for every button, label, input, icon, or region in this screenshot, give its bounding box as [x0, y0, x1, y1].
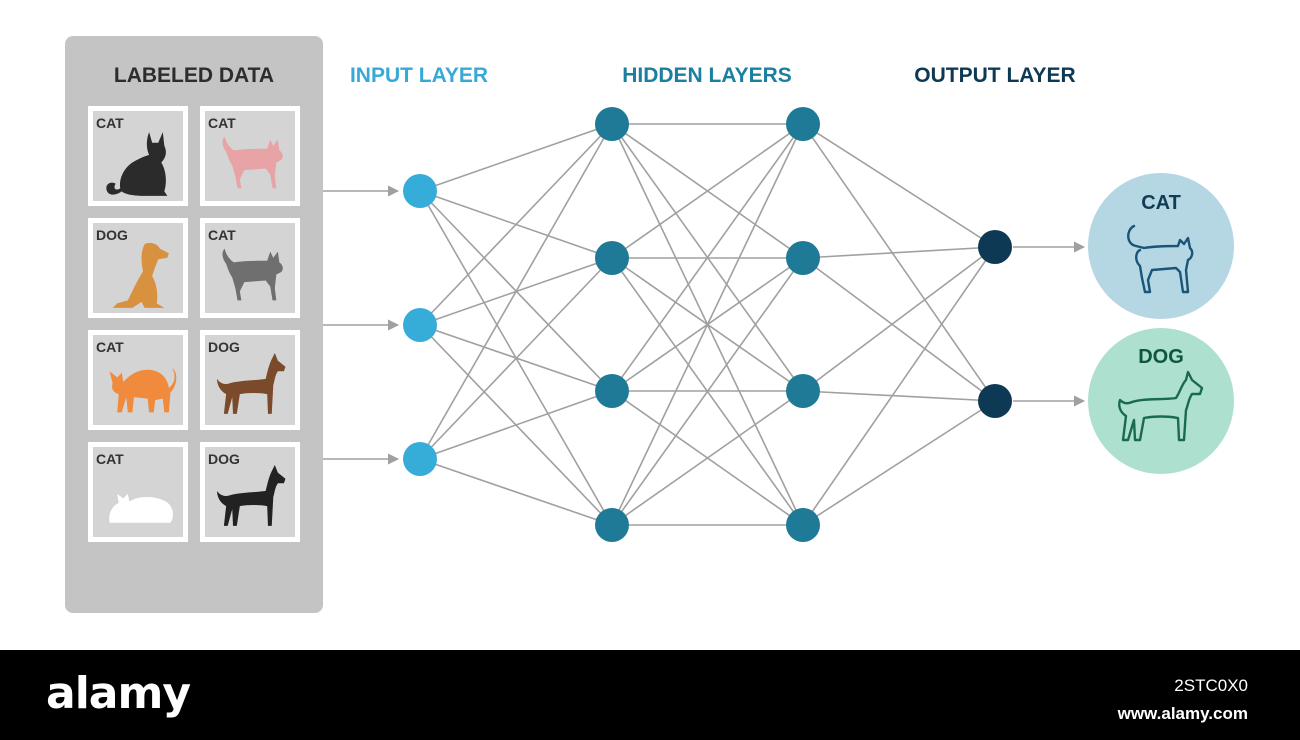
card-inner — [205, 335, 295, 425]
output-node — [978, 230, 1012, 264]
site-url: www.alamy.com — [1117, 704, 1248, 723]
diagram-canvas: LABELED DATA CAT CAT DOG CAT CAT DOG CAT DOG IN… — [65, 36, 1234, 613]
connection-line — [802, 246, 996, 259]
output-layer-header: OUTPUT LAYER — [914, 64, 1075, 87]
hidden-node — [595, 241, 629, 275]
hidden-node — [786, 374, 820, 408]
card-inner — [205, 447, 295, 537]
card-label: DOG — [208, 339, 240, 355]
labeled-data-panel: LABELED DATA CAT CAT DOG CAT CAT DOG CAT DOG — [65, 36, 323, 613]
input-node — [403, 442, 437, 476]
hidden-node — [786, 508, 820, 542]
network-nodes — [403, 107, 1012, 542]
data-card: CAT — [88, 106, 188, 206]
connection-line — [802, 390, 996, 402]
hidden-node — [786, 107, 820, 141]
panel-grid: CAT CAT DOG CAT CAT DOG CAT DOG — [88, 106, 300, 542]
data-card: CAT — [88, 442, 188, 542]
hidden-node — [595, 107, 629, 141]
data-card: DOG — [200, 330, 300, 430]
card-label: CAT — [96, 115, 124, 131]
input-node — [403, 308, 437, 342]
data-card: CAT — [88, 330, 188, 430]
connection-line — [611, 123, 804, 392]
dog-output-label: DOG — [1138, 346, 1184, 368]
hidden-node — [595, 508, 629, 542]
connection-line — [802, 400, 996, 526]
footer-bar: alamy 2STC0X0 www.alamy.com — [0, 650, 1300, 740]
connection-line — [802, 257, 996, 402]
connection-line — [419, 458, 613, 526]
connection-line — [802, 123, 996, 248]
data-card: CAT — [200, 218, 300, 318]
cat-output-label: CAT — [1141, 192, 1181, 214]
connection-line — [419, 123, 613, 326]
data-card: DOG — [88, 218, 188, 318]
card-label: DOG — [96, 227, 128, 243]
connection-line — [802, 246, 996, 526]
card-label: CAT — [208, 227, 236, 243]
input-node — [403, 174, 437, 208]
connection-line — [419, 123, 613, 460]
brand-logo: alamy — [46, 668, 191, 719]
hidden-layers-header: HIDDEN LAYERS — [622, 64, 792, 87]
data-card: DOG — [200, 442, 300, 542]
connection-line — [611, 257, 804, 526]
dog-outline-icon — [1118, 370, 1204, 442]
card-label: CAT — [96, 451, 124, 467]
connection-line — [611, 390, 804, 526]
hidden-node — [786, 241, 820, 275]
card-label: DOG — [208, 451, 240, 467]
cat-outline-icon — [1127, 224, 1194, 294]
connection-line — [419, 123, 613, 192]
connection-line — [419, 390, 613, 460]
data-card: CAT — [200, 106, 300, 206]
arrows — [323, 185, 1086, 465]
output-class-dog: DOG — [1088, 328, 1234, 474]
connection-line — [419, 257, 613, 460]
input-layer-header: INPUT LAYER — [350, 64, 488, 87]
connection-line — [611, 123, 804, 526]
connection-line — [611, 123, 804, 259]
output-class-cat: CAT — [1088, 173, 1234, 319]
network-edges — [419, 123, 996, 526]
card-label: CAT — [208, 115, 236, 131]
image-id: 2STC0X0 — [1174, 676, 1248, 695]
connection-line — [802, 123, 996, 402]
output-node — [978, 384, 1012, 418]
neural-network-diagram: LABELED DATA CAT CAT DOG CAT CAT DOG CAT DOG IN… — [65, 36, 1234, 613]
card-label: CAT — [96, 339, 124, 355]
panel-title: LABELED DATA — [114, 64, 274, 87]
hidden-node — [595, 374, 629, 408]
connection-line — [802, 246, 996, 392]
